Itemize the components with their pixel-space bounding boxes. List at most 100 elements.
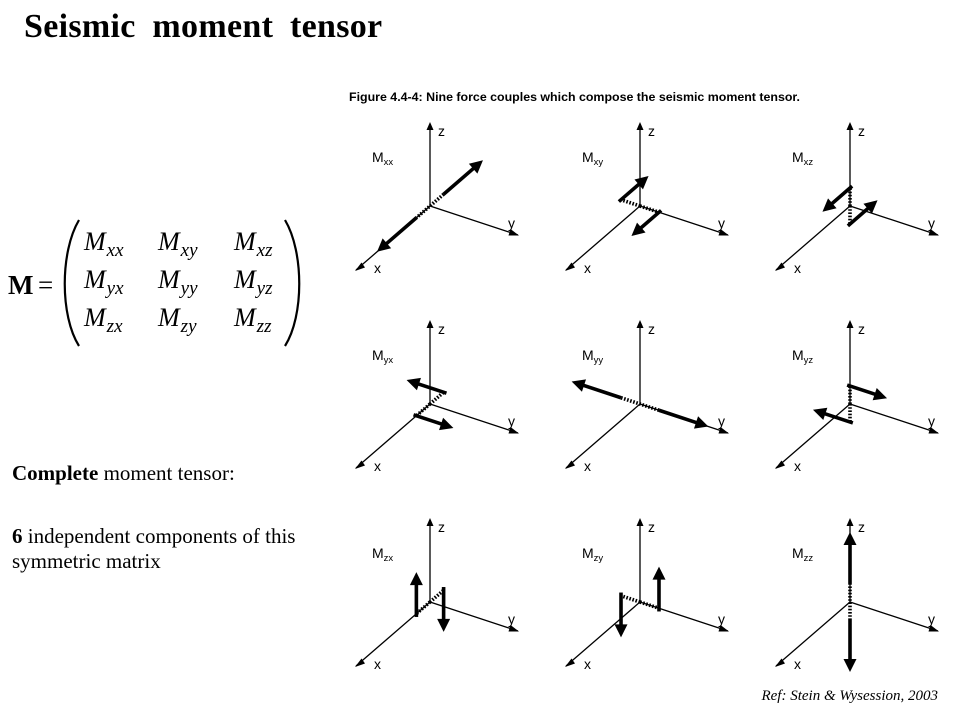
y-axis-arrowhead [508, 229, 519, 236]
z-axis-label: z [438, 321, 445, 337]
force-couple-zy [614, 566, 666, 638]
matrix-right-paren [284, 219, 301, 347]
y-axis-arrowhead [718, 625, 729, 632]
y-axis-label: y [928, 215, 935, 231]
matrix-symbol: M [8, 270, 33, 300]
force-couple-yz [812, 383, 888, 425]
x-axis-arrowhead [775, 460, 785, 469]
force-couple-panel-yy: z y x Myy [565, 320, 729, 474]
x-axis-label: x [374, 260, 381, 276]
z-axis-label: z [648, 519, 655, 535]
z-axis-label: z [438, 123, 445, 139]
z-axis-label: z [648, 321, 655, 337]
y-axis [429, 403, 519, 434]
x-axis-arrowhead [775, 658, 785, 667]
matrix-cell-xz: Mxz [233, 227, 273, 261]
complete-rest: moment tensor: [98, 461, 235, 485]
y-axis-label: y [718, 215, 725, 231]
z-axis-arrowhead [636, 518, 644, 526]
panel-label-xy: Mxy [582, 149, 603, 168]
matrix-cell-zy: Mzy [157, 303, 197, 337]
y-axis-label: y [508, 215, 515, 231]
axes-xx: z y x [355, 122, 519, 276]
complete-tensor-note: Complete moment tensor: [12, 461, 235, 486]
axes-yz: z y x [775, 320, 939, 474]
x-axis-label: x [794, 458, 801, 474]
x-axis-label: x [794, 656, 801, 672]
axes-xy: zyx [565, 122, 729, 276]
z-axis-label: z [648, 123, 655, 139]
x-axis-arrowhead [775, 262, 785, 271]
matrix-cell-xy: Mxy [157, 227, 198, 261]
y-axis-label: y [928, 413, 935, 429]
force-couple-zx [409, 572, 451, 632]
force-couple-yx [406, 377, 454, 431]
y-axis [639, 205, 729, 236]
matrix-cell-zx: Mzx [83, 303, 123, 337]
z-axis-arrowhead [636, 320, 644, 328]
axes-xz: z y x [775, 122, 939, 276]
axes-yy: z y x [565, 320, 729, 474]
x-axis-arrowhead [355, 460, 365, 469]
x-axis-label: x [374, 656, 381, 672]
z-axis-label: z [858, 123, 865, 139]
y-axis-arrowhead [508, 625, 519, 632]
z-axis-label: z [858, 519, 865, 535]
force-couple-xy [617, 175, 663, 237]
x-axis-arrowhead [565, 262, 575, 271]
z-axis-arrowhead [846, 518, 854, 526]
y-axis-label: y [928, 611, 935, 627]
z-axis-arrowhead [426, 518, 434, 526]
y-axis-arrowhead [718, 427, 729, 434]
x-axis-arrowhead [355, 658, 365, 667]
axes-zy: zyx [565, 518, 729, 672]
z-axis-label: z [858, 321, 865, 337]
figure-caption: Figure 4.4-4: Nine force couples which c… [349, 90, 800, 104]
x-axis-arrowhead [355, 262, 365, 271]
y-axis-arrowhead [718, 229, 729, 236]
matrix-equals: = [38, 270, 53, 300]
six-count: 6 [12, 524, 23, 548]
x-axis-label: x [374, 458, 381, 474]
x-axis [565, 601, 641, 667]
force-couple-panel-zz: z y x Mzz [775, 518, 939, 672]
matrix-cell-xx: Mxx [83, 227, 124, 261]
matrix-cell-yz: Myz [233, 265, 273, 299]
y-axis [639, 601, 729, 632]
z-axis-label: z [438, 519, 445, 535]
y-axis [849, 403, 939, 434]
x-axis [775, 205, 851, 271]
force-couple-xx [377, 160, 483, 252]
force-couple-yy [571, 379, 709, 429]
x-axis [355, 601, 431, 667]
panel-label-yz: Myz [792, 347, 813, 366]
x-axis [355, 403, 431, 469]
y-axis-label: y [718, 413, 725, 429]
matrix-cell-yy: Myy [157, 265, 198, 299]
force-couple-xz [822, 184, 878, 228]
y-axis-label: y [508, 611, 515, 627]
x-axis-arrowhead [565, 658, 575, 667]
panel-label-zy: Mzy [582, 545, 603, 564]
x-axis [565, 403, 641, 469]
x-axis-label: x [794, 260, 801, 276]
x-axis [565, 205, 641, 271]
reference-citation: Ref: Stein & Wysession, 2003 [761, 688, 938, 704]
matrix-left-paren [63, 219, 80, 347]
z-axis-arrowhead [846, 320, 854, 328]
y-axis [849, 601, 939, 632]
panel-label-zz: Mzz [792, 545, 813, 564]
independent-rest: independent components of this symmetric… [12, 524, 296, 573]
y-axis-arrowhead [928, 427, 939, 434]
page-title: Seismic moment tensor [24, 8, 383, 45]
complete-word: Complete [12, 461, 99, 485]
x-axis [775, 601, 851, 667]
x-axis-label: x [584, 458, 591, 474]
x-axis-label: x [584, 656, 591, 672]
panel-label-yy: Myy [582, 347, 603, 366]
